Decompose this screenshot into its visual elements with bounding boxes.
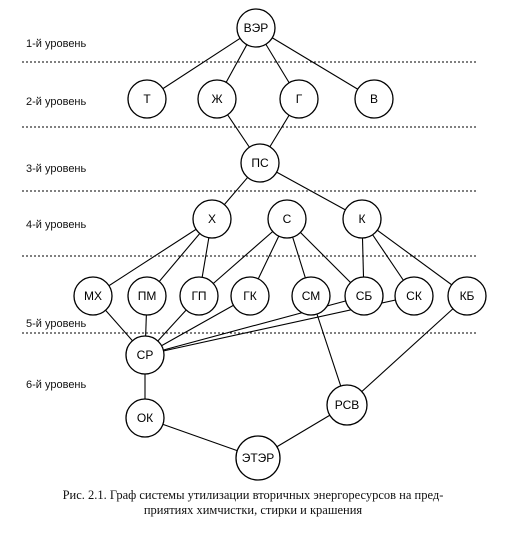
node-c: С	[267, 199, 307, 239]
node-gp: ГП	[179, 276, 219, 316]
node-label: К	[359, 212, 366, 226]
edge-ver-t	[146, 27, 257, 100]
level-label-5: 5-й уровень	[26, 318, 87, 330]
node-label: ГП	[191, 289, 206, 303]
node-label: ПМ	[138, 289, 157, 303]
node-label: В	[370, 92, 378, 106]
level-label-4: 4-й уровень	[26, 219, 87, 231]
node-v: В	[354, 79, 394, 119]
node-zh: Ж	[197, 79, 237, 119]
node-label: ОК	[137, 411, 153, 425]
node-sb: СБ	[344, 276, 384, 316]
node-label: РСВ	[335, 398, 360, 412]
node-sk: СК	[394, 276, 434, 316]
level-label-2: 2-й уровень	[26, 96, 87, 108]
node-label: С	[283, 212, 292, 226]
edge-ver-v	[255, 27, 375, 100]
node-label: ГК	[243, 289, 257, 303]
node-label: Т	[143, 92, 151, 106]
edge-k-kb	[361, 218, 468, 297]
node-t: Т	[127, 79, 167, 119]
node-ps: ПС	[240, 143, 280, 183]
level-label-6: 6-й уровень	[26, 379, 87, 391]
figure-caption: Рис. 2.1. Граф системы утилизации вторич…	[0, 488, 506, 518]
level-label-1: 1-й уровень	[26, 38, 87, 50]
node-rsv: РСВ	[326, 384, 368, 426]
node-label: ЭТЭР	[242, 451, 275, 465]
node-label: СР	[137, 348, 154, 362]
caption-line-1: Рис. 2.1. Граф системы утилизации вторич…	[62, 488, 444, 502]
node-mx: МХ	[73, 276, 113, 316]
edge-x-mx	[92, 218, 213, 297]
node-k: К	[342, 199, 382, 239]
node-label: СМ	[302, 289, 321, 303]
node-kb: КБ	[447, 276, 487, 316]
node-label: Ж	[211, 92, 222, 106]
node-label: Х	[208, 212, 216, 226]
node-g: Г	[279, 79, 319, 119]
node-label: СК	[406, 289, 422, 303]
node-etr: ЭТЭР	[235, 435, 281, 481]
node-ver: ВЭР	[236, 8, 276, 48]
node-label: СБ	[356, 289, 373, 303]
node-pm: ПМ	[127, 276, 167, 316]
node-ok: ОК	[125, 398, 165, 438]
node-label: Г	[296, 92, 303, 106]
node-label: ПС	[251, 156, 269, 170]
caption-line-2: приятиях химчистки, стирки и крашения	[143, 503, 363, 517]
edge-gk-sr	[144, 295, 251, 356]
node-label: КБ	[460, 289, 475, 303]
node-sm: СМ	[291, 276, 331, 316]
node-label: МХ	[84, 289, 102, 303]
node-x: Х	[192, 199, 232, 239]
level-label-3: 3-й уровень	[26, 163, 87, 175]
edge-kb-rsv	[346, 295, 468, 406]
node-sr: СР	[125, 335, 165, 375]
node-gk: ГК	[230, 276, 270, 316]
node-label: ВЭР	[244, 21, 269, 35]
